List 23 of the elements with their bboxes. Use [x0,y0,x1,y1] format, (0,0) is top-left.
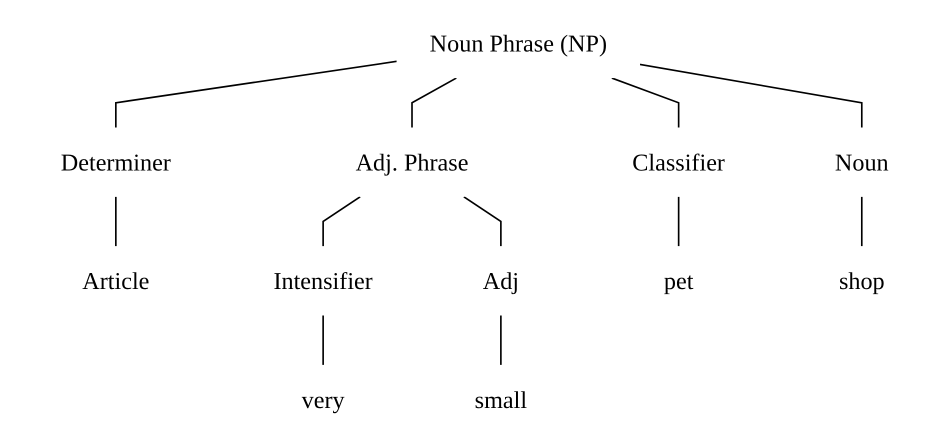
node-text: small [474,386,527,414]
connector [114,60,397,128]
connector [114,196,116,246]
connector [611,77,680,128]
node-text: Classifier [632,148,725,176]
node-text: very [301,386,344,414]
node-text: shop [838,267,884,295]
connector [678,196,680,246]
node-text: Adj. Phrase [355,148,468,176]
node-text: Adj [482,267,519,295]
connector [410,77,456,128]
node-text: Intensifier [273,267,373,295]
connector [500,315,502,365]
connector [322,315,324,365]
connector [860,196,862,246]
node-text: Noun [834,148,888,176]
node-text: Noun Phrase (NP) [429,30,607,58]
node-text: pet [664,267,694,295]
connector [640,64,862,128]
connector [463,196,502,246]
connector [322,196,360,246]
node-text: Determiner [60,148,171,176]
node-text: Article [82,267,150,295]
